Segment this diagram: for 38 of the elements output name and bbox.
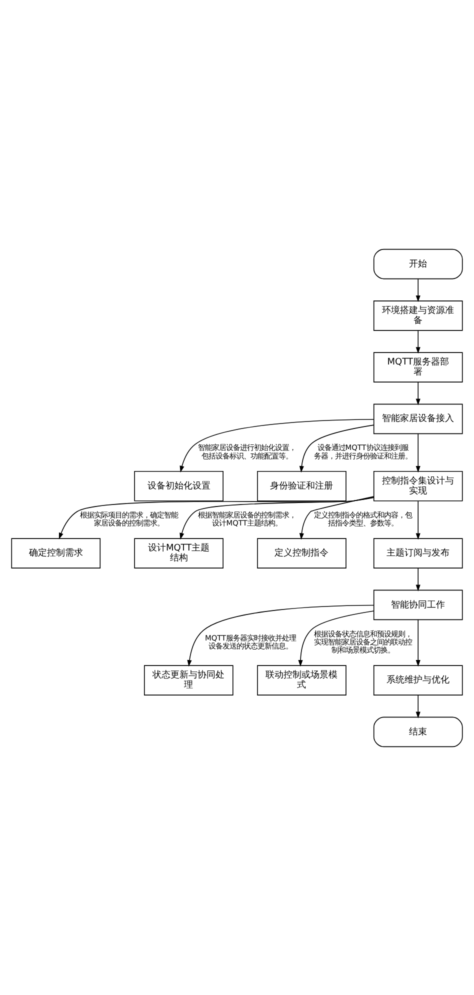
node-box: 开始 — [373, 248, 463, 279]
node-box: 联动控制或场景模式 — [257, 664, 346, 695]
node-box: 结束 — [373, 716, 463, 747]
edge-label: 根据智能家居设备的控制需求，设计MQTT主题结构。 — [198, 510, 296, 528]
edge-label: MQTT服务器实时接收并处理设备发送的状态更新信息。 — [205, 632, 296, 650]
arrow — [180, 496, 374, 540]
node-box: 智能协同工作 — [373, 589, 463, 620]
node-box: 设备初始化设置 — [134, 470, 224, 501]
arrow — [416, 278, 420, 302]
node-box: 控制指令集设计与实现 — [373, 470, 463, 501]
edge-label: 根据实际项目的需求，确定智能家居设备的控制需求。 — [80, 510, 178, 528]
arrow — [416, 694, 420, 718]
arrow — [298, 610, 374, 666]
node-box: 智能家居设备接入 — [373, 403, 463, 434]
edge-label: 智能家居设备进行初始化设置，包括设备标识、功能配置等。 — [198, 442, 296, 460]
node-box: 设计MQTT主题结构 — [134, 538, 224, 568]
edge-label: 定义控制指令的格式和内容，包括指令类型、参数等。 — [314, 510, 412, 528]
arrow — [416, 567, 420, 591]
node-box: 环境搭建与资源准备 — [373, 300, 463, 330]
node-box: 状态更新与协同处理 — [144, 664, 234, 695]
node-box: MQTT服务器部署 — [373, 352, 463, 382]
arrow — [416, 381, 420, 405]
arrow — [187, 604, 374, 666]
arrow — [58, 496, 374, 539]
arrow — [416, 330, 420, 354]
arrow — [299, 496, 374, 540]
arrow — [180, 418, 374, 472]
edge-label: 设备通过MQTT协议连接到服务器，并进行身份验证和注册。 — [314, 442, 412, 460]
node-box: 确定控制需求 — [11, 538, 101, 568]
arrow — [299, 424, 374, 472]
edge-label: 根据设备状态信息和预设规则，实现智能家居设备之间的联动控制和场景模式切换。 — [314, 628, 412, 654]
arrow — [416, 500, 420, 540]
node-box: 定义控制指令 — [257, 538, 346, 568]
node-box: 系统维护与优化 — [373, 664, 463, 695]
arrow — [416, 433, 420, 472]
node-box: 主题订阅与发布 — [373, 538, 463, 568]
arrow — [416, 619, 420, 666]
node-box: 身份验证和注册 — [257, 470, 346, 501]
